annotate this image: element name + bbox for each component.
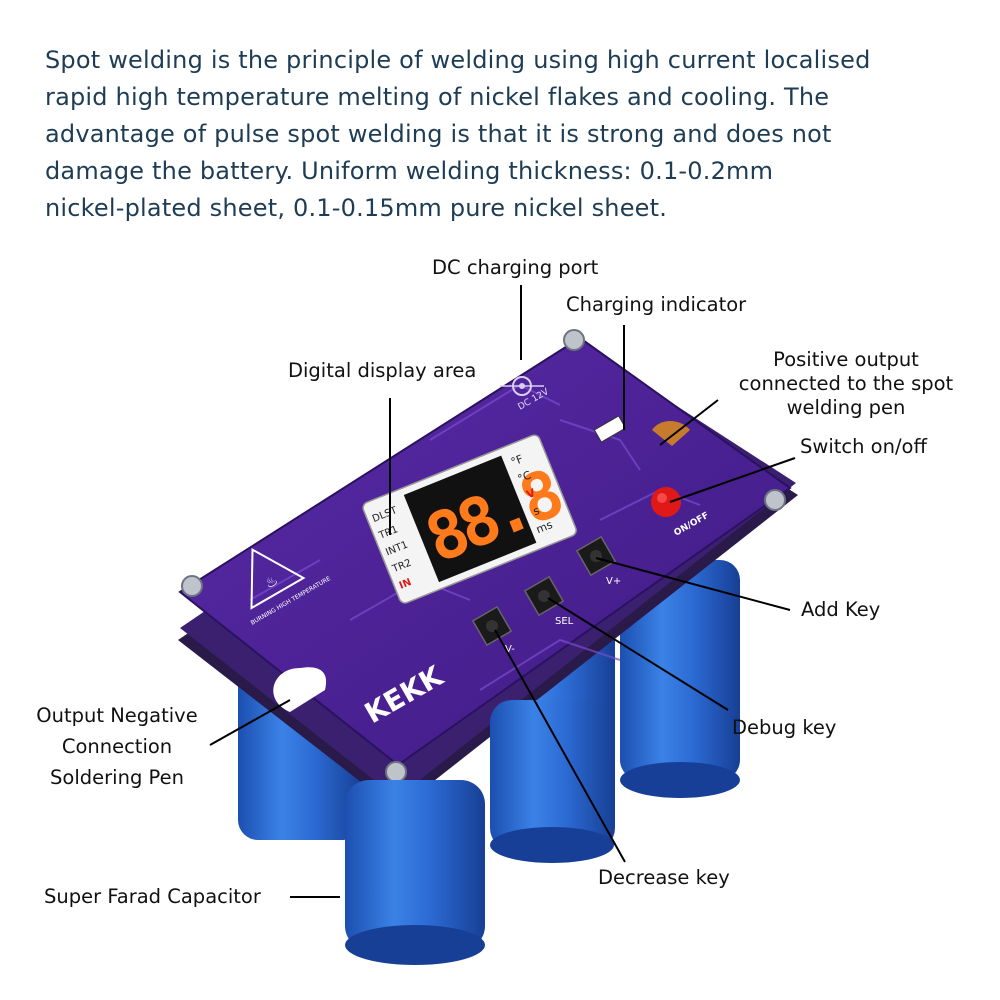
label-output-negative-line: Output Negative [36, 704, 198, 727]
intro-line: rapid high temperature melting of nickel… [45, 83, 830, 111]
capacitor-bank-front [345, 700, 615, 965]
button-label-v-plus: V+ [606, 576, 621, 587]
label-output-negative-line: Connection [61, 735, 173, 758]
display-unit-c: °C [516, 468, 533, 485]
label-add-key: Add Key [801, 598, 881, 621]
display-label-in: IN [398, 577, 413, 592]
intro-line: damage the battery. Uniform welding thic… [45, 157, 774, 185]
charging-indicator-led [593, 415, 627, 443]
screws [181, 329, 786, 783]
button-label-sel: SEL [555, 616, 574, 627]
label-positive-output: Positive output connected to the spot we… [722, 348, 970, 420]
button-select: SEL [523, 575, 574, 627]
intro-line: Spot welding is the principle of welding… [45, 46, 871, 74]
label-charging-indicator: Charging indicator [566, 293, 747, 316]
button-decrease: V- [471, 605, 515, 655]
leader-lines [209, 285, 796, 898]
label-positive-output-line: welding pen [786, 396, 906, 419]
button-increase: V+ [575, 535, 621, 587]
label-output-negative: Output Negative Connection Soldering Pen [22, 700, 212, 793]
label-dc-charging-port: DC charging port [432, 256, 599, 279]
label-debug-key: Debug key [732, 716, 837, 739]
label-positive-output-line: connected to the spot [738, 372, 954, 395]
label-decrease-key: Decrease key [598, 866, 730, 889]
label-positive-output-line: Positive output [773, 348, 919, 371]
intro-paragraph: Spot welding is the principle of welding… [45, 42, 975, 227]
display-unit-s: s [531, 504, 541, 518]
button-label-v-minus: V- [505, 644, 515, 655]
display-unit-ms: ms [534, 518, 554, 536]
display-unit-f: °F [509, 452, 525, 468]
label-switch: Switch on/off [800, 435, 927, 458]
intro-line: advantage of pulse spot welding is that … [45, 120, 832, 148]
intro-line: nickel-plated sheet, 0.1-0.15mm pure nic… [45, 194, 668, 222]
label-output-negative-line: Soldering Pen [50, 766, 184, 789]
label-super-farad-capacitor: Super Farad Capacitor [44, 885, 261, 908]
label-digital-display-area: Digital display area [288, 359, 477, 382]
